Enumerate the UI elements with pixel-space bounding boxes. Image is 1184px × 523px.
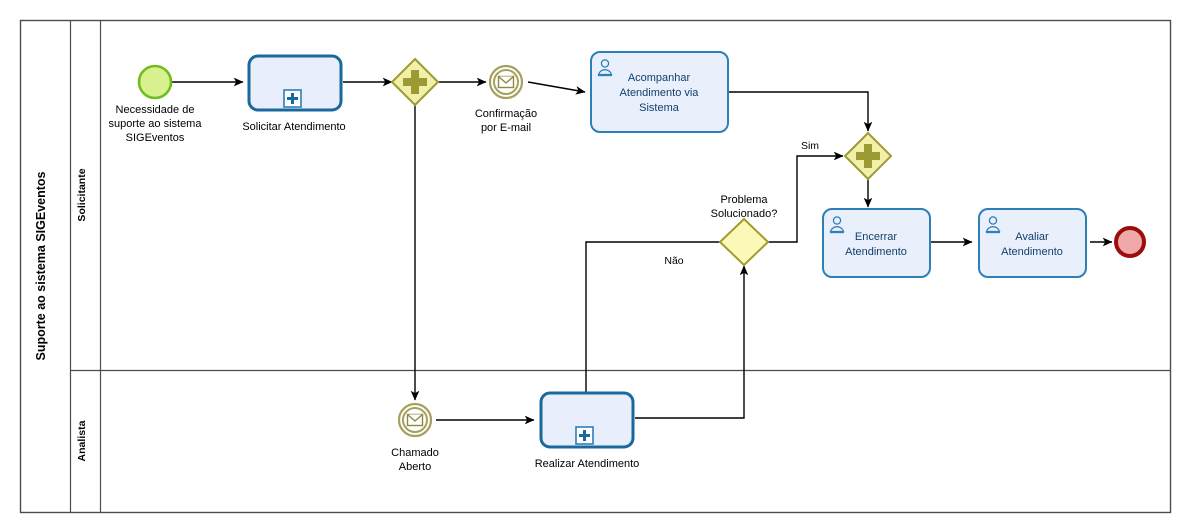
task-realizar-atendimento-label: Realizar Atendimento — [535, 458, 640, 470]
envelope-flap — [407, 413, 423, 422]
event-confirmacao-por-email[interactable]: Confirmação por E-mail — [475, 64, 537, 134]
event-chamado-label-line-2: Aberto — [399, 461, 431, 473]
flow-label-sim: Sim — [801, 140, 819, 152]
subprocess-plus-icon — [575, 426, 594, 445]
task-solicitar-atendimento[interactable]: Solicitar Atendimento — [242, 54, 346, 133]
user-icon-body — [597, 69, 613, 76]
task-avaliar-atendimento-box[interactable] — [978, 208, 1087, 278]
gateway-problema-solucionado-diamond[interactable] — [718, 217, 770, 267]
task-acompanhar-label-line-2: Atendimento via — [620, 87, 700, 99]
task-encerrar-atendimento[interactable]: Encerrar Atendimento — [822, 208, 931, 278]
task-solicitar-atendimento-box[interactable] — [247, 54, 343, 112]
user-icon-head — [988, 216, 998, 225]
user-task-icon — [829, 216, 845, 234]
user-task-icon — [985, 216, 1001, 234]
flow-label-nao: Não — [664, 255, 683, 267]
event-confirmacao-label-line-2: por E-mail — [481, 122, 531, 134]
user-icon-body — [985, 226, 1001, 233]
pool-border — [19, 19, 1172, 514]
lane-label-analista: Analista — [76, 420, 88, 461]
pool-title: Suporte ao sistema SIGEventos — [34, 171, 48, 360]
event-confirmacao-label-line-1: Confirmação — [475, 108, 537, 120]
start-event-label-line-3: SIGEventos — [126, 132, 185, 144]
envelope-flap — [498, 75, 514, 84]
task-solicitar-atendimento-label: Solicitar Atendimento — [242, 121, 345, 133]
gateway-parallel-split-plus-icon — [403, 70, 427, 94]
task-acompanhar-label-line-1: Acompanhar — [628, 72, 691, 84]
task-acompanhar-atendimento[interactable]: Acompanhar Atendimento via Sistema — [590, 51, 729, 133]
subprocess-marker-plus — [287, 93, 298, 104]
event-chamado-label-line-1: Chamado — [391, 447, 439, 459]
gateway-parallel-split[interactable] — [390, 57, 440, 107]
lane-label-solicitante: Solicitante — [76, 168, 88, 221]
task-acompanhar-atendimento-box[interactable] — [590, 51, 729, 133]
subprocess-marker-plus — [579, 430, 590, 441]
gateway-problema-solucionado[interactable]: Problema Solucionado? — [711, 194, 778, 267]
task-realizar-atendimento-box[interactable] — [539, 391, 635, 449]
start-event-circle[interactable] — [137, 64, 173, 100]
user-icon-head — [832, 216, 842, 225]
task-avaliar-atendimento[interactable]: Avaliar Atendimento — [978, 208, 1087, 278]
pool: Suporte ao sistema SIGEventos Solicitant… — [19, 19, 1172, 514]
flow-problema-nao-to-realizar — [581, 241, 720, 403]
task-realizar-atendimento[interactable]: Realizar Atendimento — [535, 391, 640, 470]
end-event-circle[interactable] — [1114, 226, 1146, 258]
gateway-parallel-merge-plus-icon — [856, 144, 880, 168]
event-chamado-aberto[interactable]: Chamado Aberto — [391, 402, 439, 473]
end-event[interactable] — [1114, 226, 1146, 258]
subprocess-plus-icon — [283, 89, 302, 108]
gateway-parallel-merge[interactable] — [843, 131, 893, 181]
start-event-necessidade[interactable]: Necessidade de suporte ao sistema SIGEve… — [109, 64, 203, 144]
task-encerrar-atendimento-box[interactable] — [822, 208, 931, 278]
flow-problema-sim-to-gateway-merge — [768, 151, 844, 243]
envelope-icon — [497, 75, 515, 89]
start-event-label-line-1: Necessidade de — [116, 104, 195, 116]
user-icon-body — [829, 226, 845, 233]
gateway-problema-label-line-2: Solucionado? — [711, 208, 778, 220]
task-avaliar-label-line-2: Atendimento — [1001, 246, 1063, 258]
start-event-label-line-2: suporte ao sistema — [109, 118, 203, 130]
flow-acompanhar-to-gateway-merge — [728, 91, 873, 132]
user-icon-head — [600, 59, 610, 68]
flow-realizar-to-problema — [635, 265, 749, 419]
task-acompanhar-label-line-3: Sistema — [639, 102, 680, 114]
task-encerrar-label-line-2: Atendimento — [845, 246, 907, 258]
sequence-flows: Sim Não — [172, 77, 1113, 425]
task-encerrar-label-line-1: Encerrar — [855, 231, 898, 243]
task-avaliar-label-line-1: Avaliar — [1015, 231, 1049, 243]
flow-confirmacao-to-acompanhar — [527, 81, 586, 95]
user-task-icon — [597, 59, 613, 77]
envelope-icon — [406, 413, 424, 427]
gateway-problema-label-line-1: Problema — [720, 194, 768, 206]
